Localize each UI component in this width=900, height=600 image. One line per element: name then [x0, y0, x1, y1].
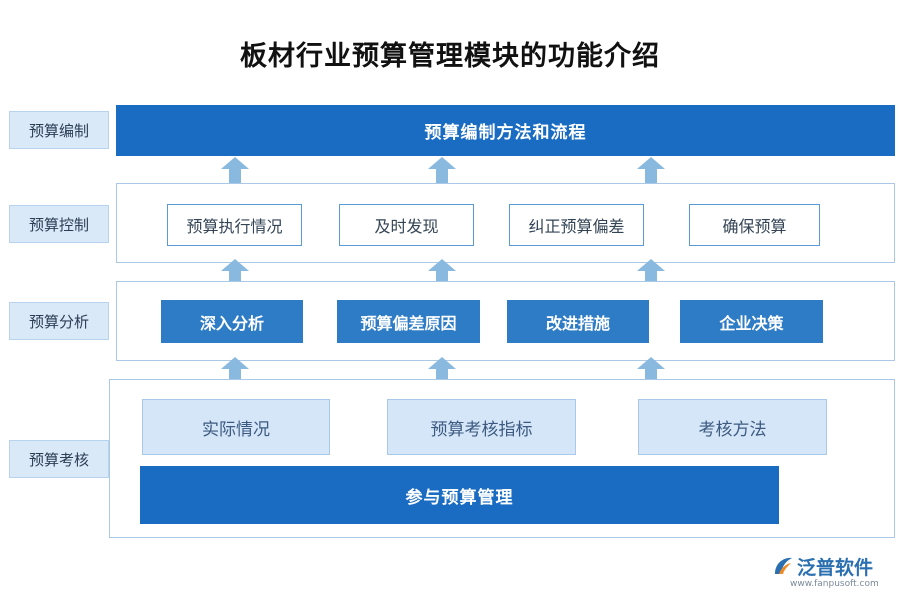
timely-discovery-box: 及时发现: [339, 204, 474, 246]
side-label-budget-compile: 预算编制: [9, 111, 109, 149]
up-arrow-icon: [221, 259, 249, 285]
participate-budget-bar: 参与预算管理: [140, 466, 779, 524]
up-arrow-icon: [428, 357, 456, 383]
fanpu-logo-icon: [775, 557, 792, 574]
side-label-budget-control: 预算控制: [9, 205, 109, 243]
improvement-measures-box: 改进措施: [507, 300, 649, 343]
assessment-indicator-box: 预算考核指标: [387, 399, 576, 455]
deep-analysis-box: 深入分析: [161, 300, 303, 343]
up-arrow-icon: [428, 259, 456, 285]
logo-name: 泛普软件: [797, 557, 874, 579]
correct-deviation-box: 纠正预算偏差: [509, 204, 644, 246]
up-arrow-icon: [637, 157, 665, 183]
page-title: 板材行业预算管理模块的功能介绍: [240, 41, 660, 72]
side-label-budget-analysis: 预算分析: [9, 302, 109, 340]
up-arrow-icon: [428, 157, 456, 183]
up-arrow-icon: [637, 357, 665, 383]
logo-url: www.fanpusoft.com: [790, 579, 879, 589]
deviation-cause-box: 预算偏差原因: [337, 300, 480, 343]
enterprise-decision-box: 企业决策: [680, 300, 823, 343]
side-label-budget-assessment: 预算考核: [9, 440, 109, 478]
budget-execution-box: 预算执行情况: [167, 204, 302, 246]
assessment-method-box: 考核方法: [638, 399, 827, 455]
budget-method-bar: 预算编制方法和流程: [116, 105, 895, 156]
actual-situation-box: 实际情况: [142, 399, 330, 455]
ensure-budget-box: 确保预算: [689, 204, 820, 246]
up-arrow-icon: [637, 259, 665, 285]
up-arrow-icon: [221, 157, 249, 183]
up-arrow-icon: [221, 357, 249, 383]
